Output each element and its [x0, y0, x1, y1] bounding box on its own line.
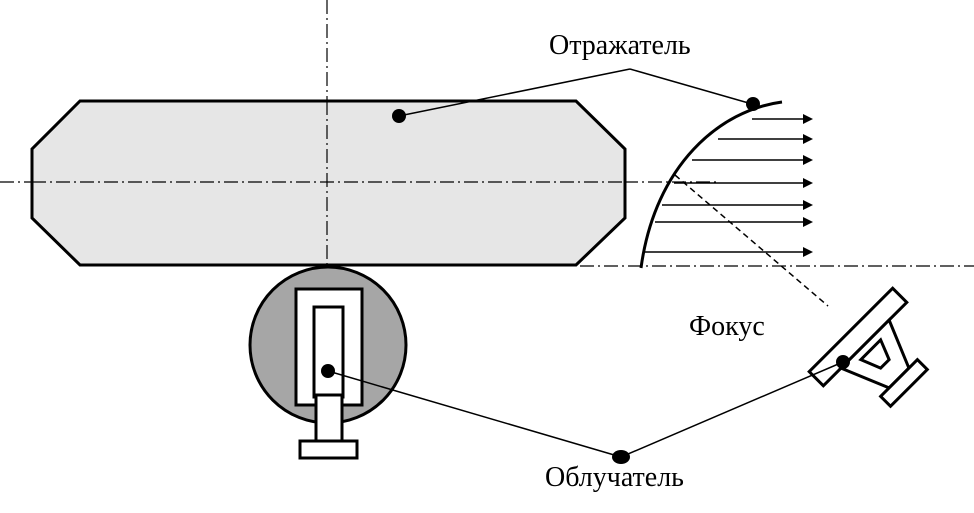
parabola-curve — [639, 100, 783, 269]
focal-dashed-line — [674, 174, 829, 307]
horn-feed — [807, 286, 930, 409]
label-feed: Облучатель — [545, 462, 684, 493]
marker-dot — [321, 364, 335, 378]
marker-dot — [612, 450, 630, 464]
horn-throat — [858, 337, 891, 370]
marker-dot — [392, 109, 406, 123]
label-reflector: Отражатель — [549, 30, 691, 61]
marker-dot — [746, 97, 760, 111]
reflector-body — [30, 99, 627, 267]
marker-dot — [836, 355, 850, 369]
feed-base — [298, 439, 359, 460]
label-focus: Фокус — [689, 311, 765, 342]
leader-reflector-curve — [629, 68, 753, 105]
horn-flange — [878, 357, 930, 409]
leader-feed-hub — [327, 370, 622, 458]
leader-feed-horn — [620, 361, 844, 458]
feed-mount-inner — [312, 305, 345, 399]
leader-reflector-body — [398, 68, 631, 117]
ray-arrows — [645, 114, 813, 257]
feed-stem — [314, 393, 344, 443]
